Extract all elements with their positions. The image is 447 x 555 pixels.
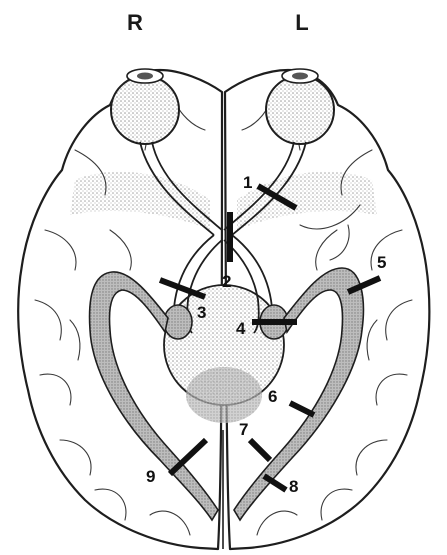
lesion-bar-6 [290,403,314,415]
lesion-label-1: 1 [243,173,252,192]
lesion-label-4: 4 [236,319,246,338]
side-label-right: R [127,10,143,35]
lesion-label-8: 8 [289,477,298,496]
lesion-bar-3 [160,280,205,297]
right-lgn [164,305,192,339]
left-eye [266,69,334,144]
lesion-label-2: 2 [222,272,231,291]
lesion-bar-7 [250,440,270,460]
brainstem-base [186,367,262,423]
right-eye [111,69,179,144]
lesion-label-7: 7 [239,420,248,439]
lesion-label-3: 3 [197,303,206,322]
lesion-label-6: 6 [268,387,277,406]
side-label-left: L [295,10,308,35]
lesion-label-9: 9 [146,467,155,486]
lesion-label-5: 5 [377,253,386,272]
